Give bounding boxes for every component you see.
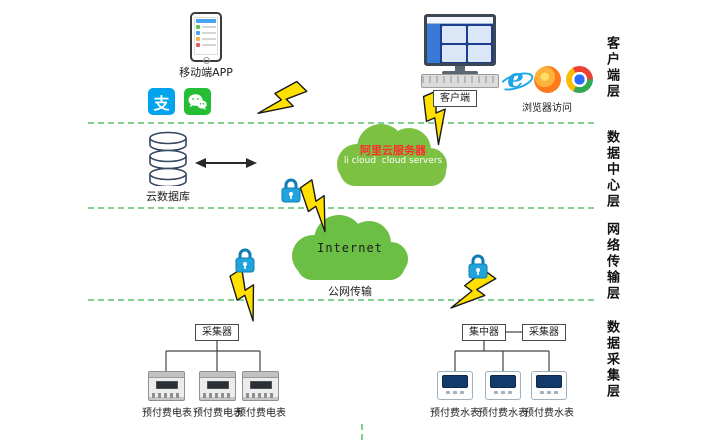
lock-icon (467, 254, 489, 280)
client-label-box: 客户端 (433, 90, 477, 107)
electric-meter-icon (242, 371, 279, 401)
firefox-browser-icon (534, 66, 561, 93)
layer-divider-lines (88, 122, 597, 443)
browser-access-label: 浏览器访问 (522, 103, 572, 114)
electric-meter-label: 预付费电表 (236, 408, 286, 419)
collector-right-box: 采集器 (522, 324, 566, 341)
layer-label-client: 客户端层 (604, 36, 619, 100)
water-meter-icon (437, 371, 473, 400)
cloud-database-icon (146, 130, 190, 190)
keyboard-icon (421, 74, 499, 88)
water-meter-icon (485, 371, 521, 400)
electric-meter-icon (199, 371, 236, 401)
water-meter-label: 预付费水表 (524, 408, 574, 419)
electric-meter-label: 预付费电表 (142, 408, 192, 419)
ali-cloud-shape (337, 124, 447, 186)
ali-cloud-title: 阿里云服务器 (360, 144, 426, 157)
mobile-app-label: 移动端APP (179, 66, 233, 79)
internet-cloud-shape (292, 215, 408, 280)
smartphone-icon (190, 12, 222, 64)
lightning-icon (255, 75, 309, 129)
layer-label-collection: 数据采集层 (604, 320, 619, 400)
wechat-icon (184, 88, 211, 115)
chrome-browser-icon (566, 66, 593, 93)
ie-browser-icon: e (497, 64, 536, 95)
collector-left-box: 采集器 (195, 324, 239, 341)
ali-cloud-subtitle: li cloud cloud servers (343, 156, 443, 166)
water-meter-icon (531, 371, 567, 400)
ie-glyph: e (507, 64, 524, 94)
sync-arrow-icon (195, 158, 257, 168)
water-meter-label: 预付费水表 (478, 408, 528, 419)
water-meter-label: 预付费水表 (430, 408, 480, 419)
monitor-base (442, 71, 478, 75)
electric-meter-icon (148, 371, 185, 401)
lightning-icon (223, 267, 271, 323)
alipay-glyph: 支 (153, 93, 170, 113)
lock-icon (234, 248, 256, 274)
electric-meter-label: 预付费电表 (193, 408, 243, 419)
desktop-monitor-icon (424, 14, 496, 66)
monitor-stand (455, 66, 465, 72)
lock-icon (280, 178, 302, 204)
layer-label-network: 网络传输层 (604, 222, 619, 302)
concentrator-box: 集中器 (462, 324, 506, 341)
layer-label-datacenter: 数据中心层 (604, 130, 619, 210)
connector-lines (165, 331, 550, 371)
cloud-db-label: 云数据库 (146, 190, 190, 203)
public-net-label: 公网传输 (328, 285, 372, 298)
alipay-icon: 支 (148, 88, 175, 115)
internet-label: Internet (317, 241, 383, 255)
